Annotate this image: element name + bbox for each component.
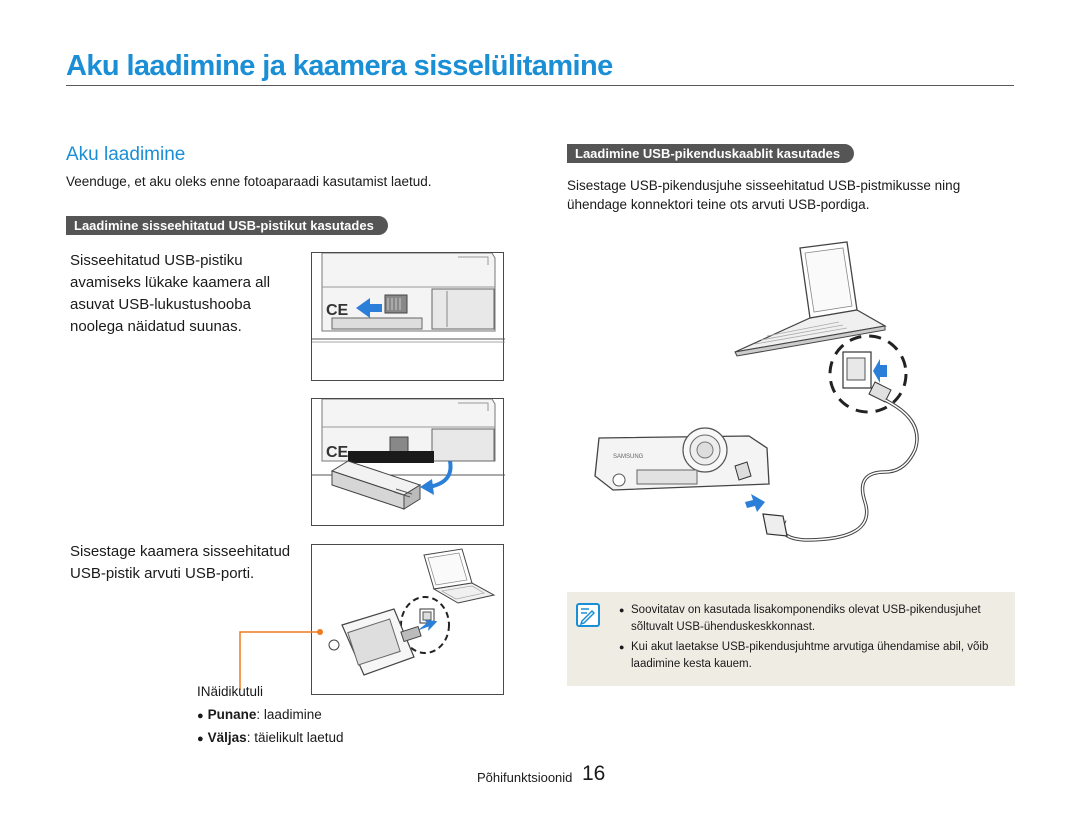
section-title: Aku laadimine: [66, 144, 186, 165]
led-states-list: ●Punane: laadimine ●Väljas: täielikult l…: [197, 704, 344, 750]
port-highlight: [828, 334, 908, 414]
note-item: Soovitatav on kasutada lisakomponendiks …: [619, 602, 1009, 636]
footer-section: Põhifunktsioonid: [477, 770, 573, 785]
arrow-icon: [745, 494, 765, 512]
figure-usb-lock: CE: [311, 252, 505, 381]
bullet-icon: ●: [197, 733, 204, 745]
svg-text:CE: CE: [326, 302, 349, 319]
intro-text: Veenduge, et aku oleks enne fotoaparaadi…: [66, 174, 432, 189]
subheading-usb-extension: Laadimine USB-pikenduskaablit kasutades: [567, 144, 855, 163]
usb-extension-illustration: SAMSUNG: [594, 241, 919, 542]
led-label: INäidikutuli: [197, 684, 264, 699]
led-state-desc: : täielikult laetud: [246, 730, 344, 745]
note-icon: [576, 603, 600, 627]
led-state-desc: : laadimine: [256, 707, 322, 722]
figure-camera-to-pc: [311, 544, 504, 695]
led-state-name: Väljas: [207, 730, 247, 745]
camera-brand: SAMSUNG: [613, 454, 644, 460]
svg-text:CE: CE: [326, 444, 349, 461]
note-item: Kui akut laetakse USB-pikendusjuhtme arv…: [619, 639, 1009, 673]
page-title: Aku laadimine ja kaamera sisselülitamine: [66, 50, 613, 82]
arrow-icon: [873, 359, 887, 383]
note-list: Soovitatav on kasutada lisakomponendiks …: [619, 602, 1009, 676]
title-divider: [66, 85, 1014, 86]
led-state-off: ●Väljas: täielikult laetud: [197, 727, 344, 750]
subheading-builtin-usb: Laadimine sisseehitatud USB-pistikut kas…: [66, 216, 388, 235]
usb-extension-instructions: Sisestage USB-pikendusjuhe sisseehitatud…: [567, 178, 961, 212]
figure-usb-plug-out: CE: [311, 398, 505, 526]
bullet-icon: ●: [197, 710, 204, 722]
page-number: 16: [582, 762, 606, 785]
step1-text: Sisseehitatud USB-pistiku avamiseks lüka…: [70, 252, 271, 335]
led-state-name: Punane: [207, 707, 257, 722]
step3-text: Sisestage kaamera sisseehitatud USB-pist…: [70, 543, 291, 582]
led-state-red: ●Punane: laadimine: [197, 704, 344, 727]
